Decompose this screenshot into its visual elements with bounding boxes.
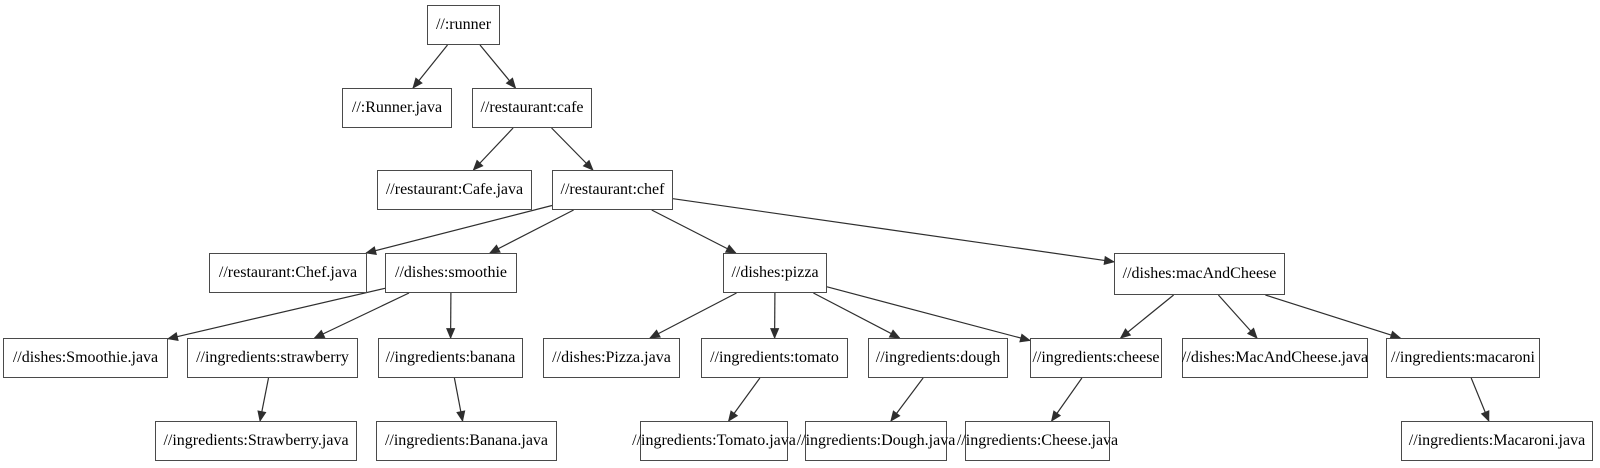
graph-node-tomato: //ingredients:tomato: [701, 338, 848, 378]
edge-chef-to-pizza: [651, 209, 737, 254]
graph-node-cheese: //ingredients:cheese: [1030, 338, 1162, 378]
edge-macaroni-to-macaroni-java: [1470, 377, 1490, 423]
graph-node-macandcheese: //dishes:macAndCheese: [1114, 253, 1285, 295]
edge-tomato-to-tomato-java: [727, 377, 761, 422]
edge-strawberry-to-strawberry-java: [257, 377, 270, 423]
graph-node-runner-java: //:Runner.java: [342, 88, 452, 128]
edge-dough-to-dough-java: [890, 377, 924, 422]
graph-node-cheese-java: //ingredients:Cheese.java: [957, 421, 1118, 461]
edge-macandcheese-to-macaroni: [1265, 294, 1402, 340]
edge-runner-to-cafe: [479, 44, 517, 89]
edge-cafe-to-chef: [551, 127, 594, 171]
graph-node-chef: //restaurant:chef: [552, 170, 673, 210]
edge-chef-to-smoothie: [488, 209, 574, 254]
edge-pizza-to-pizza-java: [649, 292, 737, 339]
edge-smoothie-to-smoothie-java: [166, 287, 386, 342]
edge-macandcheese-to-macandcheese-java: [1217, 294, 1258, 339]
edge-chef-to-chef-java: [365, 204, 553, 256]
graph-node-runner: //:runner: [427, 5, 500, 45]
graph-node-smoothie: //dishes:smoothie: [385, 253, 517, 293]
graph-node-strawberry: //ingredients:strawberry: [187, 338, 358, 378]
graph-node-chef-java: //restaurant:Chef.java: [209, 253, 367, 293]
edge-pizza-to-dough: [813, 292, 901, 339]
graph-node-macaroni: //ingredients:macaroni: [1386, 338, 1540, 378]
graph-node-banana: //ingredients:banana: [378, 338, 523, 378]
edge-banana-to-banana-java: [453, 377, 466, 423]
edge-cheese-to-cheese-java: [1050, 377, 1083, 422]
edge-macandcheese-to-cheese: [1119, 294, 1174, 339]
edge-runner-to-runner-java: [412, 44, 448, 89]
edge-smoothie-to-strawberry: [313, 292, 410, 339]
graph-node-cafe: //restaurant:cafe: [472, 88, 592, 128]
graph-node-macaroni-java: //ingredients:Macaroni.java: [1401, 421, 1593, 461]
graph-node-dough-java: //ingredients:Dough.java: [797, 421, 955, 461]
graph-node-pizza-java: //dishes:Pizza.java: [543, 338, 680, 378]
graph-node-strawberry-java: //ingredients:Strawberry.java: [155, 421, 357, 461]
graph-node-pizza: //dishes:pizza: [723, 253, 827, 293]
edge-cafe-to-cafe-java: [472, 127, 514, 171]
graph-node-tomato-java: //ingredients:Tomato.java: [632, 421, 796, 461]
edge-pizza-to-cheese: [826, 286, 1032, 343]
graph-node-dough: //ingredients:dough: [868, 338, 1008, 378]
graph-node-smoothie-java: //dishes:Smoothie.java: [3, 338, 168, 378]
graph-node-banana-java: //ingredients:Banana.java: [376, 421, 557, 461]
graph-node-macandcheese-java: //dishes:MacAndCheese.java: [1182, 338, 1368, 378]
graph-node-cafe-java: //restaurant:Cafe.java: [377, 170, 532, 210]
